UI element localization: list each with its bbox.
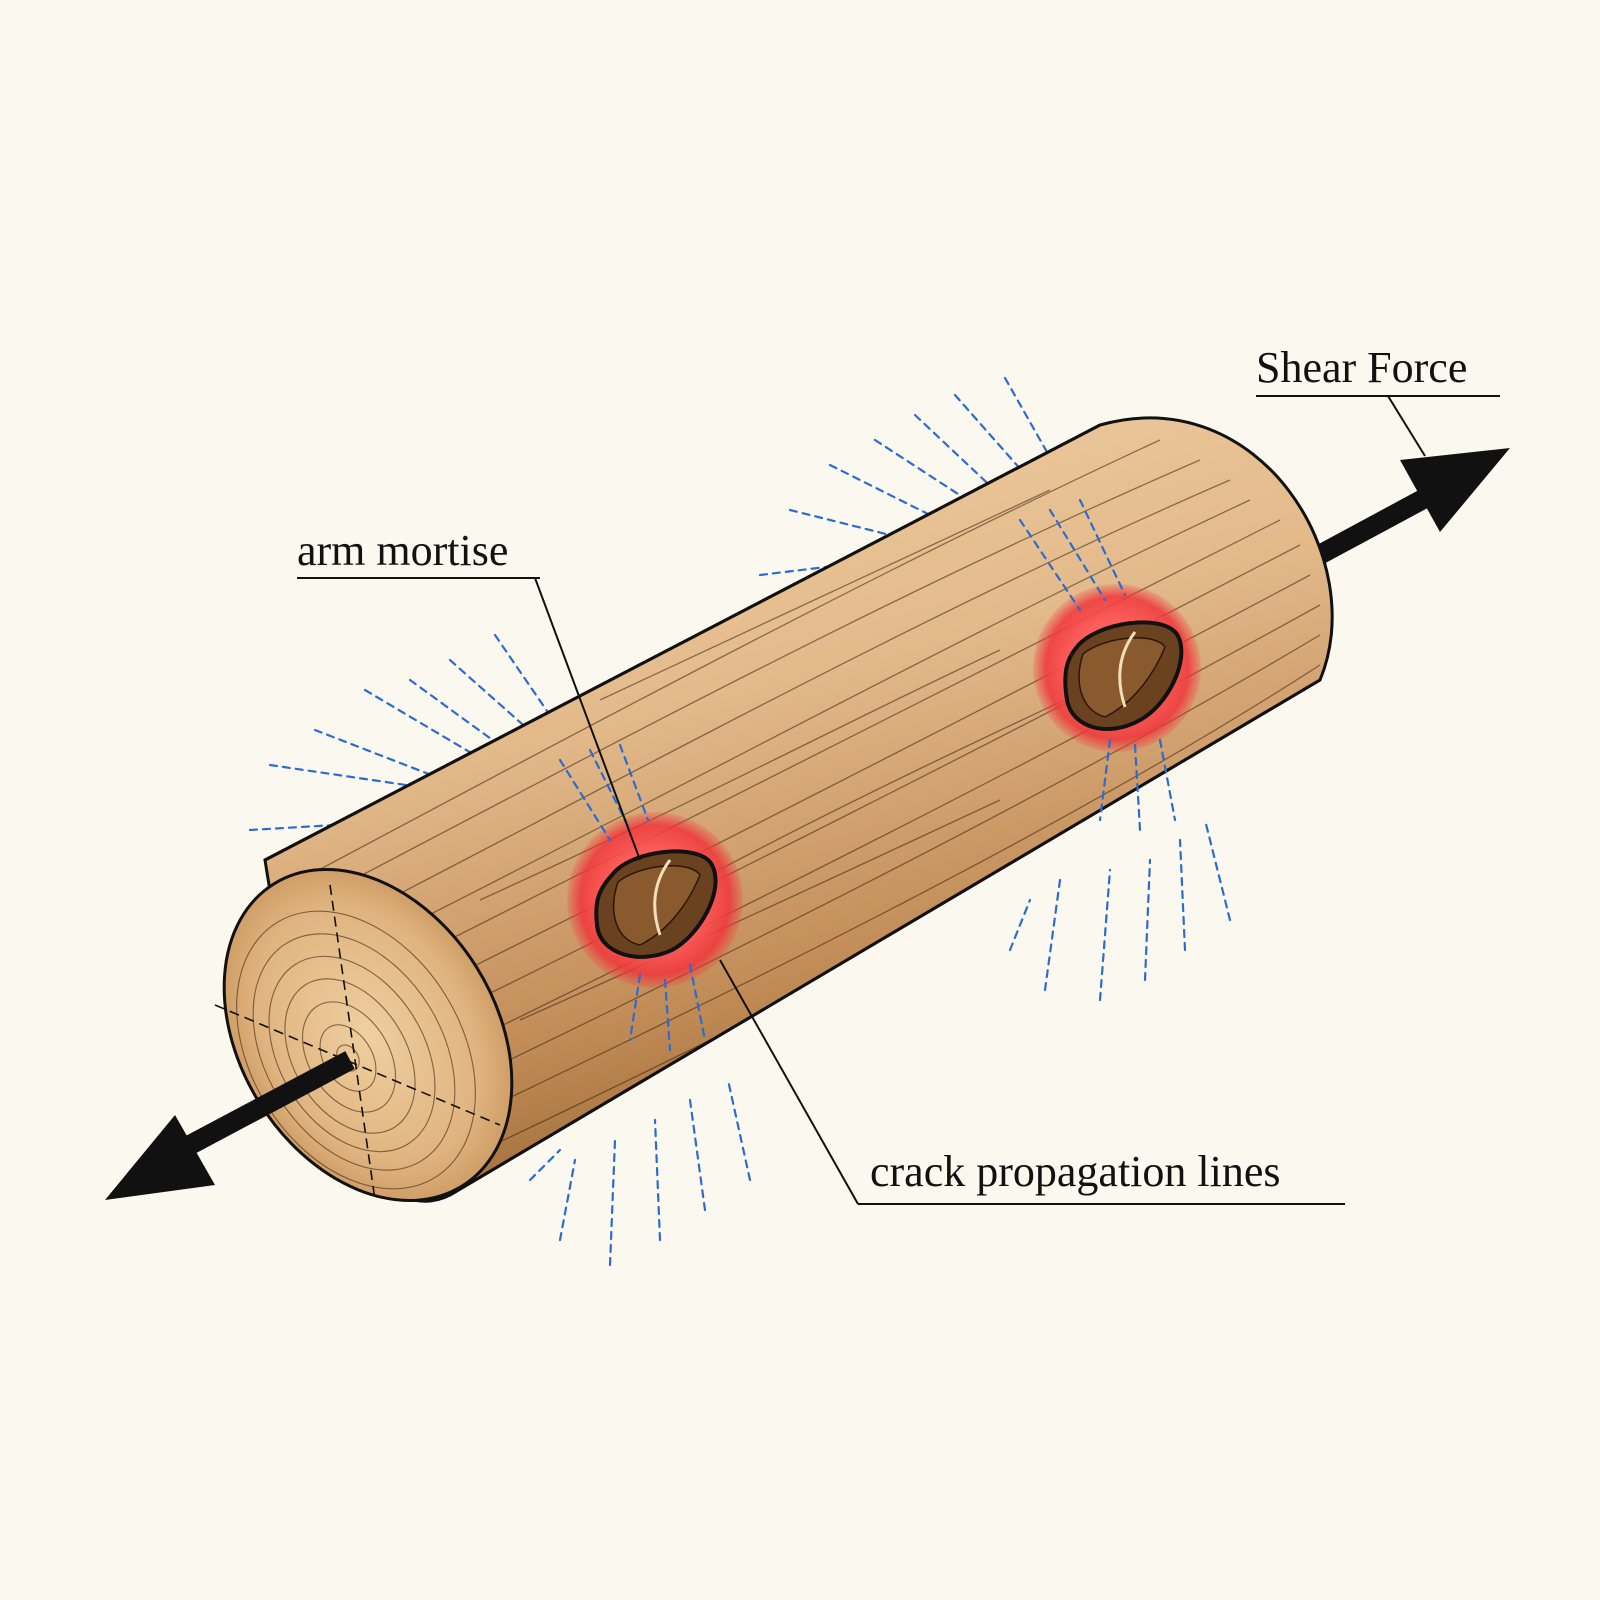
crack-lines-front [558,498,1177,1052]
arrow-right-icon [1305,448,1510,569]
arm-mortise-right [1063,620,1184,732]
shear-force-callout: Shear Force [1256,343,1500,457]
arm-mortise-left [594,849,718,959]
shear-force-label: Shear Force [1256,343,1467,392]
wooden-log [214,416,1334,1203]
arm-mortise-label: arm mortise [297,526,508,575]
crack-propagation-callout: crack propagation lines [719,959,1345,1205]
arrow-left-icon [105,1051,355,1200]
crack-propagation-label: crack propagation lines [870,1147,1281,1196]
arm-mortise-callout: arm mortise [297,526,641,861]
